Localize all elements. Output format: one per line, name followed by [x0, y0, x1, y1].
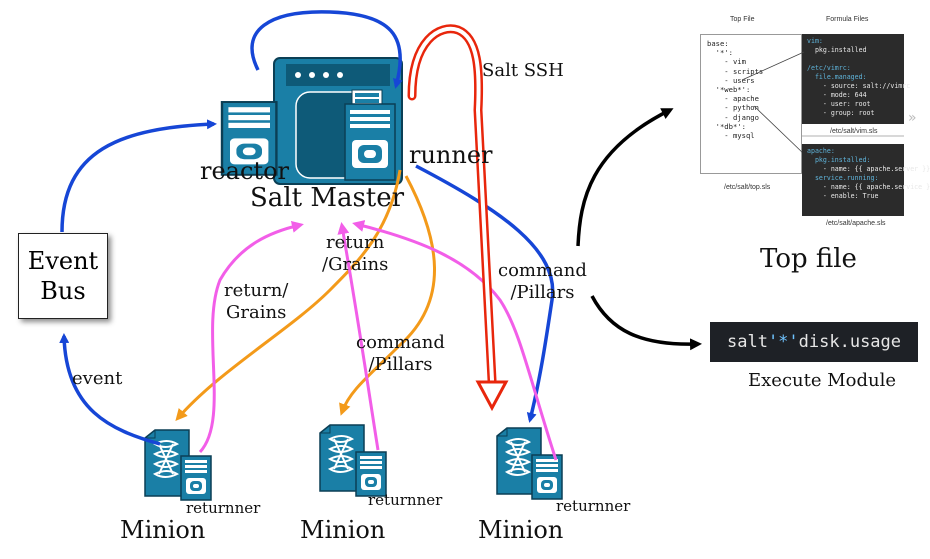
code-line: - source: salt://vimrc: [807, 82, 911, 90]
command-prefix: salt: [726, 332, 768, 352]
code-line: vim:: [807, 37, 823, 45]
salt-ssh-label: Salt SSH: [482, 60, 564, 81]
event-label: event: [72, 368, 123, 389]
code-line: apache:: [807, 147, 835, 155]
minion-2-label: Minion: [300, 516, 386, 544]
code-line: - user: root: [807, 100, 871, 108]
minion-to-event-bus-arrow: [59, 333, 161, 446]
command-suffix: disk.usage: [798, 332, 902, 352]
top-panel-connectors: »: [741, 51, 917, 155]
return-grains-left-line2: Grains: [226, 302, 287, 323]
code-line: pkg.installed:: [807, 156, 871, 164]
return-grains-mid-line2: /Grains: [322, 254, 389, 275]
to-top-file-arrow: [576, 108, 674, 247]
runner-label: runner: [409, 141, 493, 169]
return-grains-mid-line1: return: [326, 232, 385, 253]
return-grains-left-label: return/ Grains: [224, 280, 288, 324]
reactor-loop-arrow: [250, 10, 403, 89]
event-bus-label-1: Event: [27, 247, 99, 275]
vim-sls-code-box: vim: pkg.installed /etc/vimrc: file.mana…: [802, 34, 910, 124]
code-line: - mode: 644: [807, 91, 867, 99]
command-pillars-right-line1: command: [498, 260, 587, 281]
return-from-minion-1-arrow: [198, 220, 304, 454]
apache-sls-code-box: apache: pkg.installed: - name: {{ apache…: [802, 144, 930, 216]
command-pillars-right-label: command /Pillars: [498, 260, 587, 304]
top-sls-code-box: base: '*': - vim - scripts - users '*web…: [700, 34, 802, 174]
code-line: - group: root: [807, 109, 875, 117]
return-grains-left-line1: return/: [224, 280, 289, 301]
returner-3-label: returnner: [556, 497, 631, 515]
top-file-column-header: Top File: [730, 16, 755, 23]
vim-sls-caption: /etc/salt/vim.sls: [830, 128, 878, 135]
return-from-minion-2-arrow: [337, 222, 380, 451]
command-to-minion-1-arrow: [175, 169, 402, 422]
return-grains-mid-label: return /Grains: [322, 232, 388, 276]
code-line: pkg.installed: [807, 46, 867, 54]
minion-3-label: Minion: [478, 516, 564, 544]
code-line: - name: {{ apache.server }}: [807, 165, 930, 173]
returner-1-label: returnner: [186, 499, 261, 517]
svg-text:»: »: [908, 110, 917, 126]
execute-module-command-box: salt '*' disk.usage: [710, 322, 918, 362]
command-target: '*': [767, 332, 799, 352]
code-line: /etc/vimrc:: [807, 64, 851, 72]
to-execute-module-arrow: [590, 295, 702, 351]
code-line: service.running:: [807, 174, 879, 182]
top-file-panel: Top File Formula Files base: '*': - vim …: [676, 14, 930, 234]
command-pillars-mid-line2: /Pillars: [368, 354, 433, 375]
return-from-minion-3-arrow: [352, 220, 558, 461]
salt-ssh-arrowhead: [475, 380, 509, 412]
returner-2-label: returnner: [368, 491, 443, 509]
execute-module-label: Execute Module: [748, 370, 897, 391]
command-pillars-right-line2: /Pillars: [510, 282, 575, 303]
reactor-label: reactor: [200, 157, 289, 185]
top-sls-caption: /etc/salt/top.sls: [724, 184, 771, 191]
minion-3-server-icon: [496, 427, 563, 500]
formula-files-column-header: Formula Files: [826, 16, 869, 23]
vim-sls-code: vim: pkg.installed /etc/vimrc: file.mana…: [807, 37, 910, 118]
top-file-label: Top file: [760, 244, 857, 274]
apache-sls-caption: /etc/salt/apache.sls: [826, 220, 886, 227]
salt-master-label: Salt Master: [250, 183, 405, 213]
command-pillars-mid-line1: command: [356, 332, 445, 353]
code-line: - enable: True: [807, 192, 879, 200]
salt-master-server-icon: [220, 57, 403, 185]
event-bus-box: Event Bus: [18, 233, 108, 319]
minion-1-server-icon: [144, 429, 212, 501]
event-bus-label-2: Bus: [40, 277, 86, 305]
code-line: - name: {{ apache.service }}: [807, 183, 930, 191]
minion-1-label: Minion: [120, 516, 206, 544]
command-to-minion-2-arrow: [339, 175, 436, 416]
command-pillars-mid-label: command /Pillars: [356, 332, 445, 376]
code-line: file.managed:: [807, 73, 867, 81]
event-bus-to-reactor-arrow: [60, 119, 217, 233]
top-sls-code: base: '*': - vim - scripts - users '*web…: [707, 39, 764, 141]
apache-sls-code: apache: pkg.installed: - name: {{ apache…: [807, 147, 930, 201]
